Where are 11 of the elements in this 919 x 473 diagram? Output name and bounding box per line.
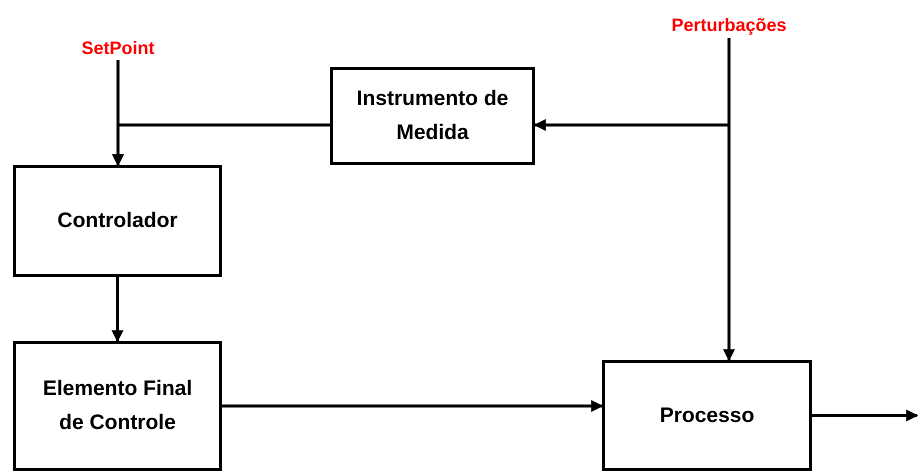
arrow [112,124,330,166]
signal-label: SetPoint [68,36,168,60]
block-box: Processo [602,360,812,471]
arrow [222,400,604,412]
block-box: Controlador [13,165,222,277]
arrow [723,38,735,362]
arrow [112,277,124,342]
signal-label: Perturbações [654,12,804,38]
arrow [812,410,918,422]
block-box: Instrumento de Medida [330,67,535,165]
block-box: Elemento Final de Controle [13,341,222,471]
